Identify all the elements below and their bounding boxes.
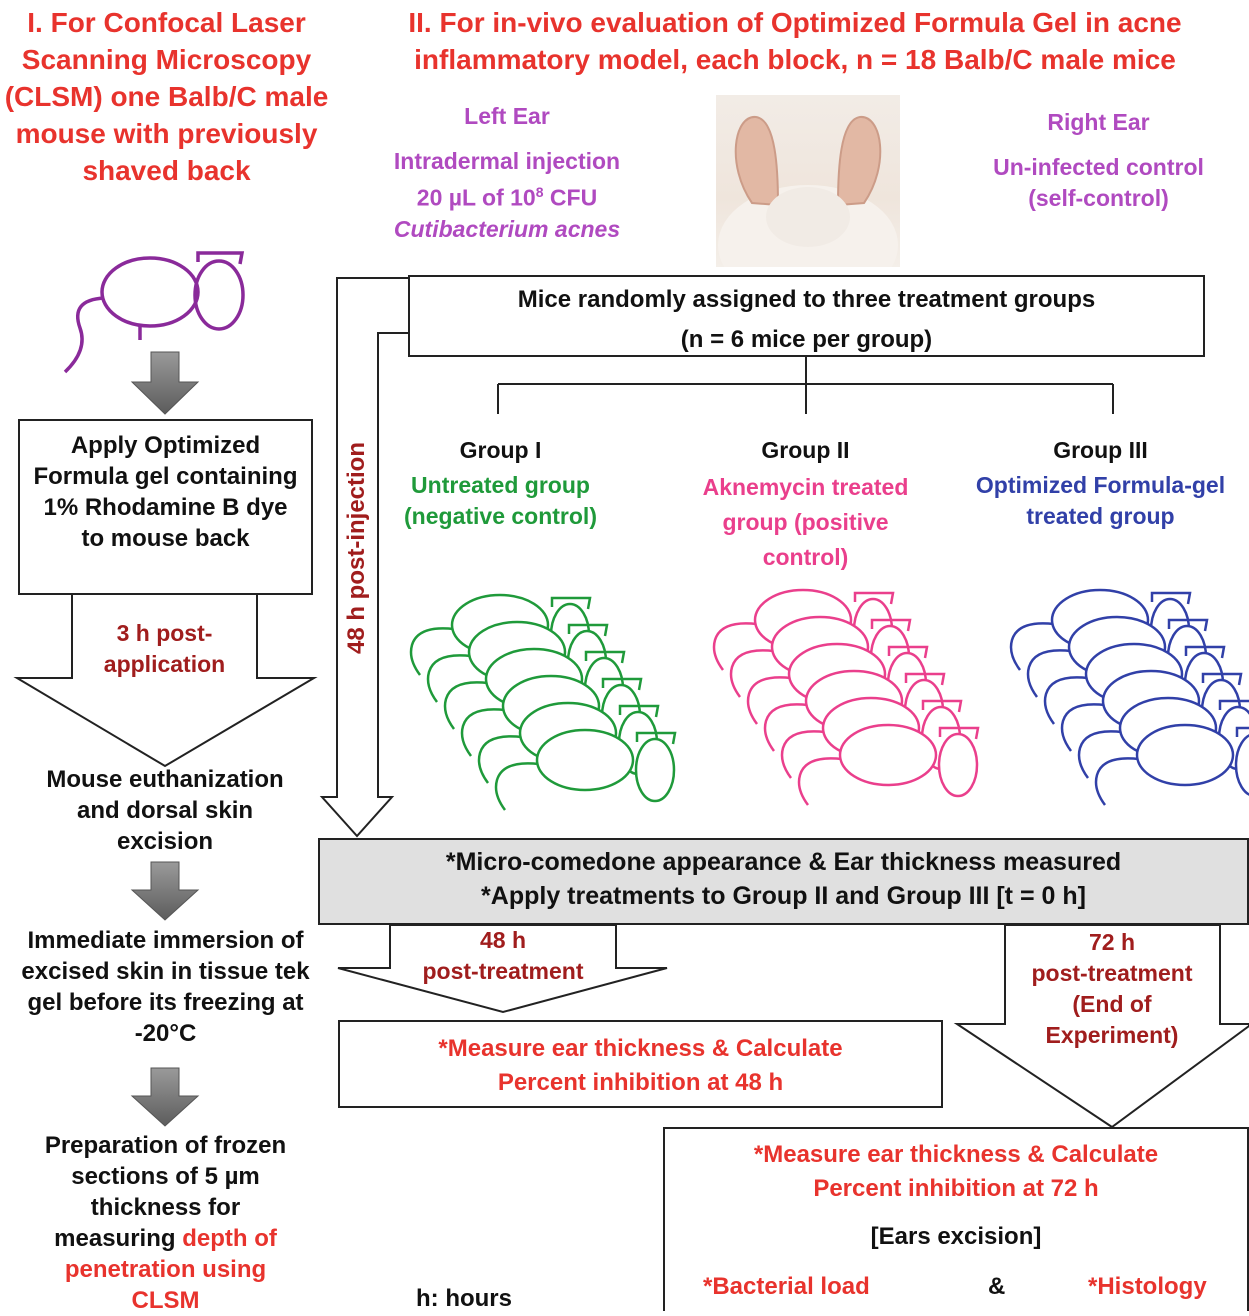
- gray-arrow-3: [132, 1068, 198, 1126]
- left-ear-heading: Left Ear: [368, 101, 646, 132]
- immersion-text: Immediate immersion of excised skin in t…: [18, 925, 313, 1049]
- group-3-name: Group III: [952, 435, 1249, 466]
- post-48-line1: 48 h: [408, 925, 598, 956]
- right-ear-block: Right Ear Un-infected control (self-cont…: [966, 107, 1231, 214]
- group-1-name: Group I: [378, 435, 623, 466]
- histology: *Histology: [1088, 1271, 1207, 1302]
- post-72-line2: post-treatment: [1012, 958, 1212, 989]
- group-2-label: Group II Aknemycin treated group (positi…: [693, 435, 918, 575]
- mouse-ears-photo: [716, 95, 900, 267]
- gray-arrow-2: [132, 862, 198, 920]
- post-72-line3: (End of: [1012, 989, 1212, 1020]
- group-1-label: Group I Untreated group (negative contro…: [378, 435, 623, 532]
- ampersand: &: [988, 1271, 1005, 1302]
- euthanization-text: Mouse euthanization and dorsal skin exci…: [30, 764, 300, 857]
- right-ear-line2: (self-control): [966, 183, 1231, 214]
- group-3-mice-icon: [1011, 590, 1249, 805]
- left-ear-line1: Intradermal injection: [368, 146, 646, 177]
- preparation-text: Preparation of frozen sections of 5 µm t…: [28, 1130, 303, 1316]
- footnote-hours: h: hours: [416, 1283, 512, 1314]
- bacterial-load: *Bacterial load: [703, 1271, 870, 1302]
- measure-line1: *Micro-comedone appearance & Ear thickne…: [320, 847, 1247, 878]
- random-assignment-box: Mice randomly assigned to three treatmen…: [408, 275, 1205, 357]
- post-48-line2: post-treatment: [408, 956, 598, 987]
- post-72-line1: 72 h: [1012, 927, 1212, 958]
- post-48-label: 48 h post-treatment: [408, 925, 598, 987]
- ears-excision: [Ears excision]: [665, 1221, 1247, 1252]
- calc-72-line1: *Measure ear thickness & Calculate: [665, 1139, 1247, 1170]
- right-ear-line1: Un-infected control: [966, 152, 1231, 183]
- calc-72-line2: Percent inhibition at 72 h: [665, 1173, 1247, 1204]
- measure-line2: *Apply treatments to Group II and Group …: [320, 881, 1247, 912]
- right-ear-heading: Right Ear: [966, 107, 1231, 138]
- group-1-mice-icon: [411, 595, 675, 810]
- assign-line1: Mice randomly assigned to three treatmen…: [410, 280, 1203, 320]
- left-ear-block: Left Ear Intradermal injection 20 µL of …: [368, 101, 646, 245]
- group-3-desc: Optimized Formula-gel treated group: [952, 470, 1249, 532]
- group-1-desc: Untreated group (negative control): [378, 470, 623, 532]
- left-ear-line2: 20 µL of 108 CFU: [368, 177, 646, 214]
- group-2-name: Group II: [693, 435, 918, 466]
- post-injection-label: 48 h post-injection: [343, 442, 371, 654]
- post-72-label: 72 h post-treatment (End of Experiment): [1012, 927, 1212, 1051]
- section-2-title-line1: II. For in-vivo evaluation of Optimized …: [345, 4, 1245, 41]
- assign-line2: (n = 6 mice per group): [410, 320, 1203, 360]
- calc-72-box: *Measure ear thickness & Calculate Perce…: [663, 1127, 1249, 1311]
- left-ear-line3: Cutibacterium acnes: [368, 214, 646, 245]
- group-connector: [498, 357, 1113, 414]
- group-2-mice-icon: [714, 590, 978, 805]
- section-2-title: II. For in-vivo evaluation of Optimized …: [345, 4, 1245, 78]
- calc-48-line2: Percent inhibition at 48 h: [340, 1067, 941, 1098]
- gray-arrow-1: [132, 352, 198, 414]
- calc-48-box: *Measure ear thickness & Calculate Perce…: [338, 1020, 943, 1108]
- group-3-label: Group III Optimized Formula-gel treated …: [952, 435, 1249, 532]
- post-application-label: 3 h post-application: [92, 618, 237, 680]
- apply-gel-text: Apply Optimized Formula gel containing 1…: [20, 430, 311, 554]
- section-2-title-line2: inflammatory model, each block, n = 18 B…: [345, 41, 1245, 78]
- post-72-line4: Experiment): [1012, 1020, 1212, 1051]
- measurement-box: *Micro-comedone appearance & Ear thickne…: [318, 838, 1249, 925]
- calc-48-line1: *Measure ear thickness & Calculate: [340, 1033, 941, 1064]
- apply-gel-box: Apply Optimized Formula gel containing 1…: [18, 419, 313, 595]
- section-1-title: I. For Confocal Laser Scanning Microscop…: [4, 4, 329, 189]
- group-2-desc: Aknemycin treated group (positive contro…: [693, 470, 918, 575]
